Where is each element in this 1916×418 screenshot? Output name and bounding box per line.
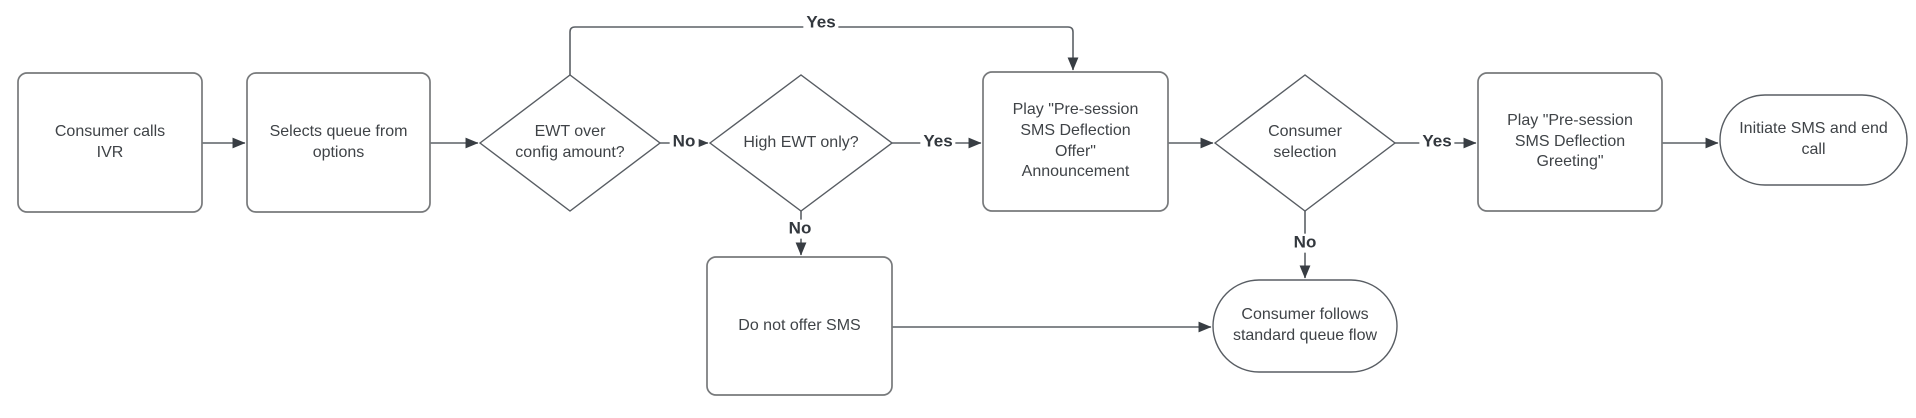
node-do-not-offer-sms-shape xyxy=(706,256,893,396)
edge-label-high-ewt-yes: Yes xyxy=(920,132,956,152)
edge-ewt-yes-to-offer xyxy=(569,26,1079,75)
node-play-greeting-label: Play "Pre-session SMS Deflection Greetin… xyxy=(1507,111,1633,171)
edge-label-ewt-no: No xyxy=(669,132,699,152)
edge-label-ewt-yes: Yes xyxy=(803,13,839,33)
node-standard-queue-flow-label: Consumer follows standard queue flow xyxy=(1232,306,1378,344)
node-consumer-selection-shape xyxy=(1213,74,1397,212)
node-consumer-calls-ivr-shape xyxy=(17,72,203,213)
node-play-greeting-shape xyxy=(1477,72,1663,212)
node-do-not-offer-sms-label: Do not offer SMS xyxy=(738,316,861,334)
node-initiate-sms-end-call-label: Initiate SMS and end call xyxy=(1739,120,1888,158)
edge-label-selection-no: No xyxy=(1290,233,1320,253)
node-play-offer-announcement-label: Play "Pre-session SMS Deflection Offer" … xyxy=(1012,100,1139,181)
node-high-ewt-only-shape xyxy=(708,74,894,212)
edge-label-selection-yes: Yes xyxy=(1419,132,1455,152)
node-standard-queue-flow-shape xyxy=(1212,279,1398,373)
node-consumer-calls-ivr-label: Consumer calls IVR xyxy=(54,122,166,161)
edge-label-high-ewt-no: No xyxy=(785,219,815,239)
node-ewt-over-config-shape xyxy=(478,74,662,212)
node-play-offer-announcement-shape xyxy=(982,71,1169,212)
node-initiate-sms-end-call-shape xyxy=(1719,94,1908,186)
node-ewt-over-config-label: EWT over config amount? xyxy=(515,123,625,161)
node-consumer-selection-label: Consumer selection xyxy=(1268,123,1342,161)
node-high-ewt-only-label: High EWT only? xyxy=(743,133,859,151)
node-selects-queue-label: Selects queue from options xyxy=(269,122,408,161)
node-selects-queue-shape xyxy=(246,72,431,213)
